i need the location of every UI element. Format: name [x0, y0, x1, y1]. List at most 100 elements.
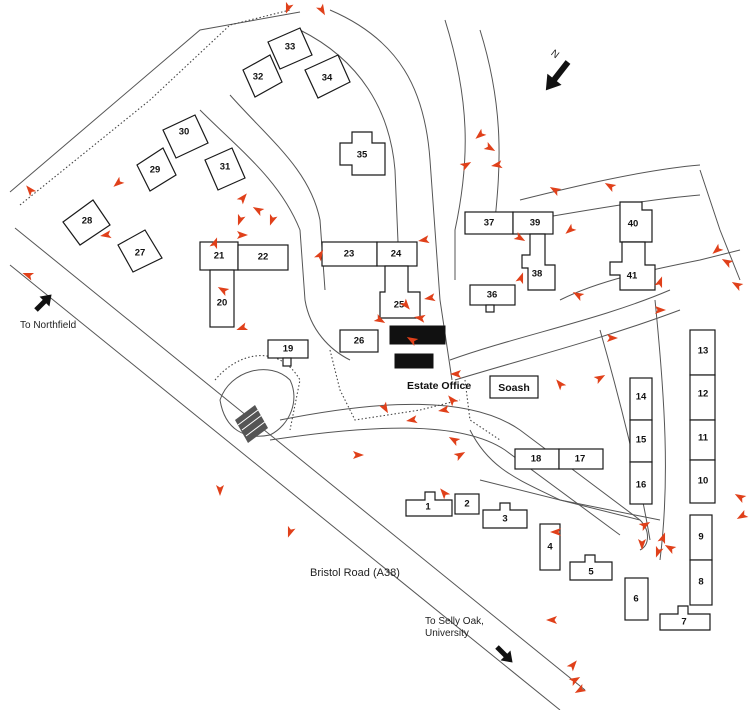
building-7[interactable]: 7 [659, 605, 711, 631]
building-10[interactable]: 10 [689, 459, 716, 504]
building-8[interactable]: 8 [689, 559, 713, 606]
markers [22, 1, 749, 693]
northfield-arrow-icon [34, 294, 52, 312]
building-2-label: 2 [464, 499, 469, 510]
location-marker-icon [459, 162, 472, 171]
building-40[interactable]: 40 [619, 201, 653, 243]
building-9[interactable]: 9 [689, 514, 713, 561]
building-38[interactable]: 38 [521, 233, 556, 291]
soash-building[interactable]: Soash [489, 375, 539, 399]
building-12[interactable]: 12 [689, 374, 716, 421]
building-32-label: 32 [253, 72, 264, 83]
north-label: N [548, 48, 560, 61]
building-12-label: 12 [698, 389, 709, 400]
location-marker-icon [438, 405, 450, 414]
location-marker-icon [654, 276, 663, 289]
building-31-label: 31 [220, 162, 231, 173]
south-road-edge [269, 427, 621, 536]
building-3[interactable]: 3 [482, 502, 528, 529]
location-marker-icon [736, 510, 749, 519]
building-30[interactable]: 30 [162, 114, 209, 159]
building-37-label: 37 [484, 218, 495, 229]
location-marker-icon [515, 272, 524, 285]
footpath-soash [464, 379, 501, 441]
location-marker-icon [287, 525, 296, 538]
location-marker-icon [406, 415, 418, 424]
building-36[interactable]: 36 [469, 284, 516, 313]
building-13[interactable]: 13 [689, 329, 716, 376]
building-17[interactable]: 17 [558, 448, 604, 470]
building-31[interactable]: 31 [204, 147, 246, 191]
location-marker-icon [236, 322, 249, 331]
building-32[interactable]: 32 [242, 54, 283, 98]
location-marker-icon [448, 437, 461, 446]
building-37[interactable]: 37 [464, 211, 514, 235]
building-4[interactable]: 4 [539, 523, 561, 571]
location-marker-icon [209, 237, 218, 250]
mid-east-road-edge [449, 289, 671, 361]
location-marker-icon [406, 337, 419, 346]
building-30-label: 30 [179, 127, 190, 138]
building-14-label: 14 [636, 392, 647, 403]
building-20[interactable]: 20 [209, 269, 235, 328]
building-41[interactable]: 41 [609, 241, 656, 291]
building-5[interactable]: 5 [569, 554, 613, 581]
mid-east-road [454, 309, 681, 381]
location-marker-icon [448, 395, 459, 407]
building-15[interactable]: 15 [629, 419, 653, 463]
building-21[interactable]: 21 [199, 241, 239, 271]
building-39-label: 39 [530, 218, 541, 229]
building-36-label: 36 [487, 290, 498, 301]
footpath-estate [329, 349, 461, 421]
location-marker-icon [314, 249, 323, 262]
soash-label: Soash [498, 382, 530, 394]
location-marker-icon [418, 235, 430, 244]
building-24[interactable]: 24 [376, 241, 418, 267]
building-16[interactable]: 16 [629, 461, 653, 505]
building-2[interactable]: 2 [454, 493, 480, 515]
location-marker-icon [399, 298, 410, 310]
location-marker-icon [353, 451, 364, 459]
location-marker-icon [285, 1, 294, 14]
building-38-label: 38 [532, 269, 543, 280]
building-17-label: 17 [575, 454, 586, 465]
building-10-label: 10 [698, 476, 709, 487]
building-1[interactable]: 1 [405, 491, 453, 517]
location-marker-icon [22, 272, 35, 281]
building-14[interactable]: 14 [629, 377, 653, 421]
selly-oak-label-line1: To Selly Oak, [425, 616, 484, 627]
building-26[interactable]: 26 [339, 329, 379, 353]
building-35[interactable]: 35 [339, 131, 386, 176]
location-marker-icon [236, 193, 247, 205]
location-marker-icon [450, 370, 461, 378]
location-marker-icon [546, 616, 557, 624]
perimeter-path-north [19, 9, 291, 206]
building-34-label: 34 [322, 73, 333, 84]
building-20-label: 20 [217, 298, 228, 309]
building-28[interactable]: 28 [62, 199, 111, 246]
building-23[interactable]: 23 [321, 241, 378, 267]
building-34[interactable]: 34 [304, 54, 351, 99]
location-marker-icon [566, 660, 577, 672]
east-side-road [599, 329, 651, 541]
building-33-label: 33 [285, 42, 296, 53]
building-6[interactable]: 6 [624, 577, 649, 621]
building-19[interactable]: 19 [267, 339, 309, 367]
building-29[interactable]: 29 [136, 147, 177, 192]
building-25[interactable]: 25 [379, 265, 421, 319]
location-marker-icon [657, 532, 666, 545]
estate-office-label: Estate Office [407, 380, 471, 392]
hatched-shelter [235, 405, 268, 443]
building-4-label: 4 [547, 542, 553, 553]
location-marker-icon [453, 452, 466, 461]
service-road-south [479, 479, 648, 551]
building-11[interactable]: 11 [689, 419, 716, 461]
building-18[interactable]: 18 [514, 448, 560, 470]
building-27[interactable]: 27 [117, 229, 163, 273]
building-39[interactable]: 39 [512, 211, 554, 235]
building-33[interactable]: 33 [267, 27, 313, 70]
location-marker-icon [100, 230, 112, 239]
building-22[interactable]: 22 [237, 244, 289, 271]
